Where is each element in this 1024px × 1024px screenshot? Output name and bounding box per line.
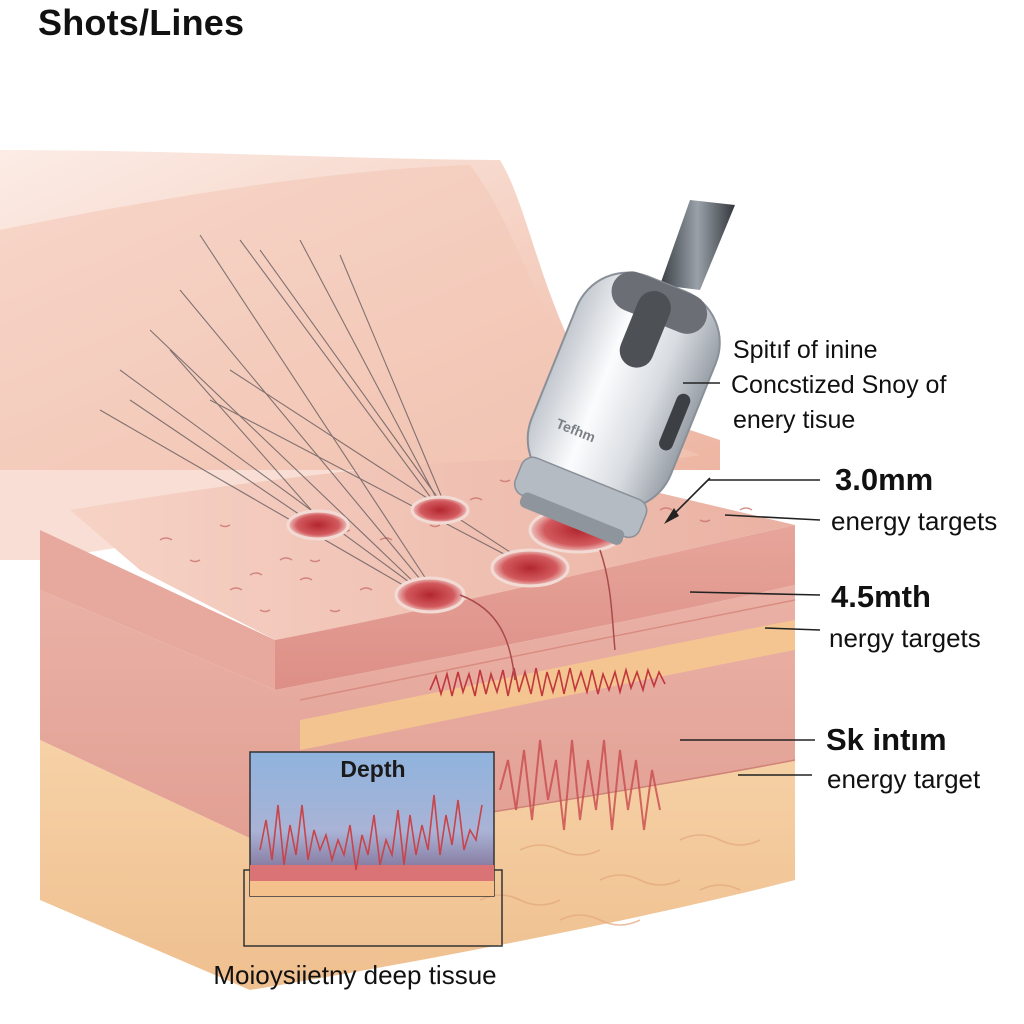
- device-cable: [660, 200, 735, 290]
- page-title: Shots/Lines: [38, 2, 245, 43]
- layer-label-value-2: 4.5mth: [831, 579, 931, 614]
- header-label-line-1: Spitıf of inine: [733, 336, 878, 364]
- layer-label-value-3: Sk intım: [826, 722, 947, 757]
- energy-path: [599, 549, 616, 651]
- ultrasound-device: [513, 271, 721, 545]
- layer-label-desc-3: energy target: [827, 764, 981, 794]
- depth-waveform: [259, 794, 483, 871]
- arrow-head: [664, 508, 679, 524]
- treatment-spot: [410, 495, 470, 525]
- layer-line-1: [299, 599, 796, 701]
- layer-label-value-1: 3.0mm: [835, 462, 934, 497]
- energy-lines: [99, 234, 531, 593]
- epidermis-front: [40, 530, 275, 690]
- epidermis-side: [275, 525, 795, 690]
- leader-lines: [667, 382, 821, 776]
- fat-band: [300, 620, 795, 750]
- treatment-spot: [394, 576, 466, 614]
- energy-wave-upper: [429, 666, 666, 697]
- treatment-spot: [286, 509, 350, 541]
- header-label-line-3: enery tisue: [733, 406, 856, 434]
- layer-label-desc-2: nergy targets: [829, 623, 981, 653]
- header-label-line-2: Concstized Snoy of: [731, 371, 947, 399]
- caption: Moioysiietny deep tissue: [213, 960, 497, 990]
- depth-box-title: Depth: [340, 756, 406, 782]
- depth-inset: [243, 751, 503, 947]
- deep-tissue-texture: [479, 834, 761, 926]
- energy-path: [459, 594, 516, 681]
- treatment-spot: [490, 548, 570, 588]
- layer-label-desc-1: energy targets: [831, 506, 998, 536]
- energy-wave-deep: [499, 739, 661, 831]
